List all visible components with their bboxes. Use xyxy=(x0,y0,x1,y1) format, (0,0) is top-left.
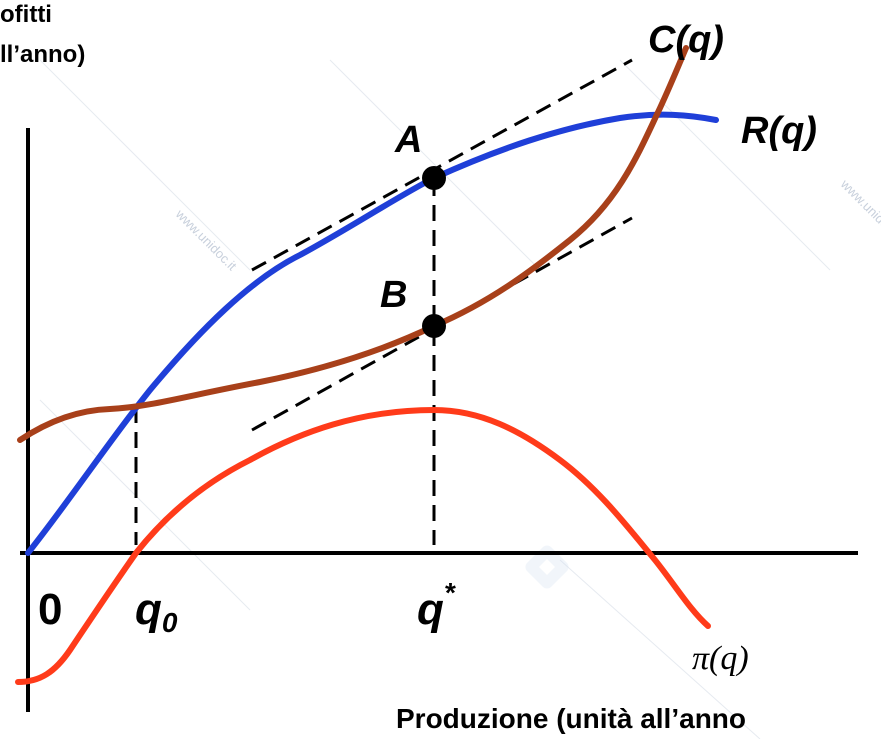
cost-curve-label: C(q) xyxy=(648,19,724,61)
y-axis-title-line2: ll’anno) xyxy=(0,41,85,68)
point-a-marker xyxy=(422,166,446,190)
y-axis-title-line1: ofitti xyxy=(0,1,52,28)
profit-curve xyxy=(15,406,711,685)
cost-tangent-line xyxy=(251,216,633,432)
point-b-label: B xyxy=(380,274,407,316)
origin-label: 0 xyxy=(38,585,62,634)
watermark-lines xyxy=(39,59,831,739)
x-axis-title: Produzione (unità all’anno xyxy=(396,703,746,734)
watermark-logo-icon xyxy=(525,545,569,589)
profit-curve-label: π(q) xyxy=(692,640,749,677)
point-b-marker xyxy=(422,314,446,338)
revenue-curve xyxy=(25,111,719,556)
q0-label: q0 xyxy=(135,585,178,638)
watermark-text-1: www.unidoc.it xyxy=(172,206,240,274)
point-a-label: A xyxy=(394,119,422,161)
watermark-text-2: www.unidoc.it xyxy=(837,176,881,244)
revenue-tangent-line xyxy=(251,58,633,272)
qstar-label: q* xyxy=(417,577,456,634)
revenue-curve-label: R(q) xyxy=(741,110,817,152)
